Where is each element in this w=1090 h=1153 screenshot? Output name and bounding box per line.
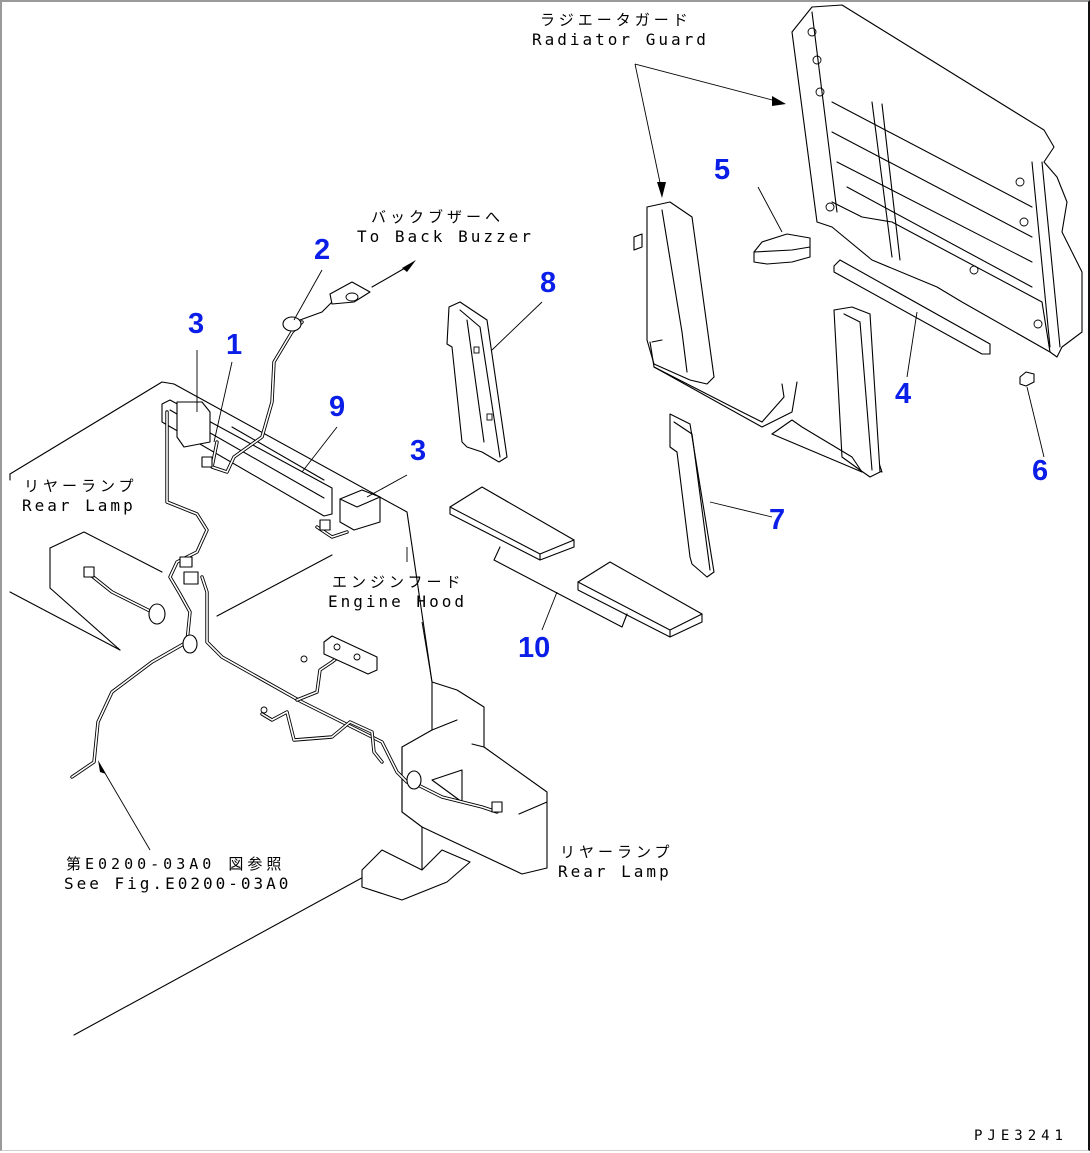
- see-fig-label-en: See Fig.E0200-03A0: [64, 874, 292, 893]
- engine-hood-label: エンジンフード Engine Hood: [328, 572, 467, 612]
- wiring-harness-1: [70, 320, 503, 814]
- callout-1: 1: [226, 329, 243, 361]
- radiator-guard-label-jp: ラジエータガード: [540, 11, 692, 29]
- rear-lamp-right-label-jp: リヤーランプ: [560, 843, 674, 861]
- cover-plate-8: [446, 301, 508, 463]
- callout-8: 8: [540, 267, 557, 299]
- callout-3-right: 3: [410, 435, 427, 467]
- seal-4: [833, 259, 991, 355]
- horn-parts-3: [176, 401, 381, 531]
- callout-4: 4: [895, 378, 912, 410]
- radiator-guard-frame: [633, 201, 883, 478]
- side-plate-7: [669, 413, 715, 578]
- engine-hood-label-jp: エンジンフード: [332, 573, 465, 591]
- callout-10: 10: [518, 632, 551, 664]
- engine-hood-label-en: Engine Hood: [328, 592, 467, 611]
- pad-10: [449, 486, 703, 638]
- clip-6: [1019, 371, 1035, 387]
- callout-2: 2: [314, 234, 331, 266]
- callout-3-left: 3: [188, 308, 205, 340]
- back-buzzer-label: バックブザーへ To Back Buzzer: [357, 207, 534, 247]
- back-buzzer-label-jp: バックブザーへ: [371, 208, 505, 226]
- callout-6: 6: [1032, 455, 1049, 487]
- seal-5: [753, 233, 811, 265]
- radiator-guard-label: ラジエータガード Radiator Guard: [532, 10, 709, 50]
- radiator-guard-main: [791, 4, 1083, 358]
- engine-hood-body: [9, 381, 548, 1036]
- callout-5: 5: [714, 154, 731, 186]
- leader-lines: [98, 63, 1045, 851]
- rear-lamp-left-label: リヤーランプ Rear Lamp: [22, 476, 138, 516]
- radiator-guard-label-en: Radiator Guard: [532, 30, 709, 49]
- rear-lamp-left-label-en: Rear Lamp: [22, 496, 136, 515]
- rear-lamp-right-label: リヤーランプ Rear Lamp: [558, 842, 674, 882]
- callout-7: 7: [769, 504, 786, 536]
- callout-9: 9: [329, 391, 346, 423]
- back-buzzer-label-en: To Back Buzzer: [357, 227, 534, 246]
- rear-lamp-right-label-en: Rear Lamp: [558, 862, 672, 881]
- rear-lamp-left-label-jp: リヤーランプ: [24, 477, 138, 495]
- see-fig-label: 第E0200-03A0 図参照 See Fig.E0200-03A0: [64, 854, 291, 894]
- figure-code: PJE3241: [973, 1128, 1068, 1144]
- see-fig-label-jp: 第E0200-03A0 図参照: [66, 855, 286, 873]
- clip-2: [282, 260, 416, 332]
